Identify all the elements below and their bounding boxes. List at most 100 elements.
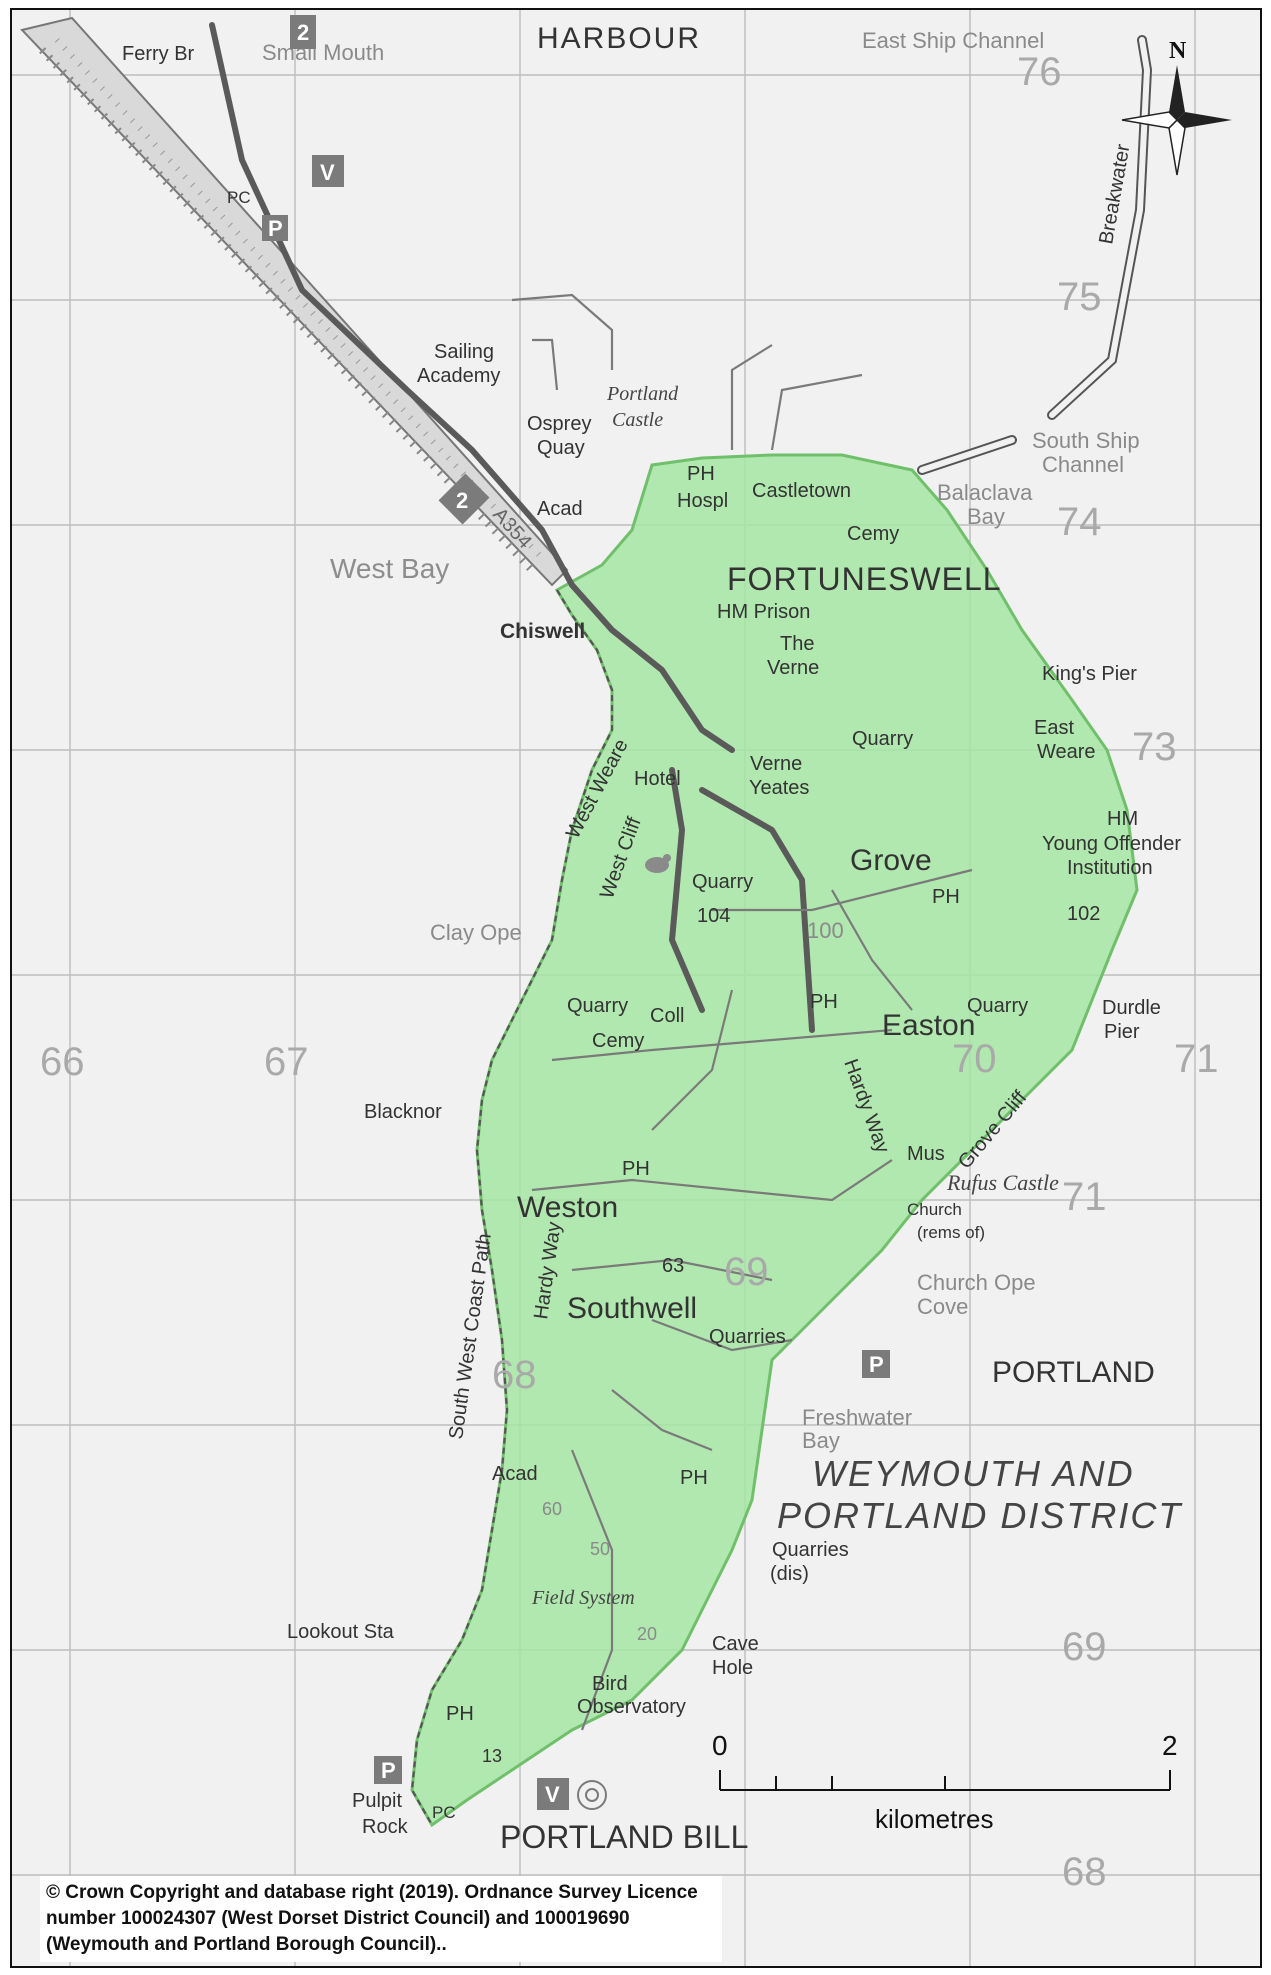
- label-cave-hole-2: Hole: [712, 1657, 753, 1679]
- label-the-verne-1: The: [780, 633, 814, 655]
- label-lookout-sta: Lookout Sta: [287, 1621, 395, 1643]
- map-canvas: 66 67 68 69 70 71 76 75 74 73 71 69 68 H…: [12, 10, 1260, 1966]
- label-harbour: HARBOUR: [537, 22, 701, 55]
- label-ph-south: PH: [680, 1467, 708, 1489]
- grid-easting-66: 66: [40, 1040, 85, 1084]
- label-rufus-castle: Rufus Castle: [946, 1170, 1059, 1195]
- grid-easting-71: 71: [1174, 1037, 1219, 1081]
- svg-text:V: V: [320, 160, 335, 185]
- label-osprey-1: Osprey: [527, 413, 591, 435]
- label-quarry-east: Quarry: [967, 995, 1028, 1017]
- parking-icon: P: [862, 1350, 890, 1378]
- label-osprey-2: Quay: [537, 437, 585, 459]
- label-clay-ope: Clay Ope: [430, 920, 522, 945]
- label-hm-prison: HM Prison: [717, 601, 810, 623]
- west-cliff-line: [410, 589, 614, 1826]
- label-grove: Grove: [850, 844, 932, 877]
- label-freshwater-1: Freshwater: [802, 1405, 912, 1430]
- harbour-piers: [511, 35, 1153, 475]
- label-verne-yeates-2: Yeates: [749, 777, 809, 799]
- parking-icon: P: [374, 1756, 402, 1784]
- label-hospl: Hospl: [677, 490, 728, 512]
- label-ph-grove: PH: [932, 886, 960, 908]
- label-cave-hole-1: Cave: [712, 1633, 759, 1655]
- label-hm-yoi-3: Institution: [1067, 857, 1153, 879]
- label-ferry-br: Ferry Br: [122, 43, 195, 65]
- label-east-ship-channel: East Ship Channel: [862, 28, 1044, 53]
- portland-highlight: [410, 453, 1139, 1828]
- label-bird-obs-2: Observatory: [577, 1696, 686, 1718]
- main-roads: [209, 22, 815, 1033]
- label-sailing-2: Academy: [417, 365, 500, 387]
- scale-end: 2: [1162, 1730, 1178, 1761]
- grid-northing-73: 73: [1132, 725, 1177, 769]
- label-durdle-2: Pier: [1104, 1021, 1140, 1043]
- parking-icon: P: [262, 215, 288, 241]
- grid-northing-68: 68: [1062, 1850, 1107, 1894]
- north-label: N: [1169, 38, 1187, 64]
- label-pulpit-rock-2: Rock: [362, 1816, 409, 1838]
- label-hm-yoi-1: HM: [1107, 808, 1138, 830]
- scale-unit: kilometres: [875, 1804, 993, 1834]
- label-quarry-west: Quarry: [567, 995, 628, 1017]
- label-ph-bill: PH: [446, 1703, 474, 1725]
- label-cemy-mid: Cemy: [592, 1030, 644, 1052]
- label-acad-north: Acad: [537, 498, 583, 520]
- label-castletown: Castletown: [752, 480, 851, 502]
- label-sailing-1: Sailing: [434, 341, 494, 363]
- label-fortuneswell: FORTUNESWELL: [727, 561, 1002, 597]
- label-quarry-verne: Quarry: [852, 728, 913, 750]
- label-field-system: Field System: [531, 1587, 635, 1609]
- label-church-rems-1: Church: [907, 1200, 962, 1219]
- label-portland: PORTLAND: [992, 1356, 1155, 1389]
- label-breakwater: Breakwater: [1095, 142, 1134, 246]
- grid-easting-68: 68: [492, 1353, 537, 1397]
- label-portland-bill: PORTLAND BILL: [500, 1819, 748, 1855]
- label-height-63: 63: [662, 1255, 684, 1277]
- grid-northing-74: 74: [1057, 500, 1102, 544]
- label-church-rems-2: (rems of): [917, 1223, 985, 1242]
- label-height-20: 20: [637, 1624, 657, 1644]
- label-portland-castle-1: Portland: [606, 383, 679, 405]
- label-verne-yeates-1: Verne: [750, 753, 802, 775]
- visitor-centre-icon: V: [312, 155, 344, 187]
- label-easton: Easton: [882, 1009, 975, 1042]
- label-portland-castle-2: Castle: [612, 409, 663, 431]
- label-kings-pier: King's Pier: [1042, 663, 1137, 685]
- grid-northing-71: 71: [1062, 1175, 1107, 1219]
- label-south-ship-1: South Ship: [1032, 428, 1140, 453]
- label-pulpit-rock-1: Pulpit: [352, 1790, 402, 1812]
- map-frame: 66 67 68 69 70 71 76 75 74 73 71 69 68 H…: [10, 8, 1262, 1968]
- svg-text:P: P: [381, 1758, 396, 1783]
- svg-text:P: P: [869, 1352, 884, 1377]
- grid-northing-76: 76: [1017, 50, 1062, 94]
- label-weston: Weston: [517, 1191, 618, 1224]
- label-balaclava-2: Bay: [967, 504, 1005, 529]
- label-quarry-104: Quarry: [692, 871, 753, 893]
- grid-easting-70: 70: [952, 1037, 997, 1081]
- label-height-60: 60: [542, 1499, 562, 1519]
- label-church-ope-1: Church Ope: [917, 1270, 1036, 1295]
- scale-start: 0: [712, 1730, 728, 1761]
- label-east-weare-1: East: [1034, 717, 1074, 739]
- label-mus: Mus: [907, 1143, 945, 1165]
- label-southwell: Southwell: [567, 1292, 697, 1325]
- label-height-13: 13: [482, 1746, 502, 1766]
- national-trust-icon: [577, 1780, 607, 1810]
- label-district-2: PORTLAND DISTRICT: [777, 1495, 1183, 1536]
- label-pc-south: PC: [432, 1803, 456, 1822]
- label-durdle-1: Durdle: [1102, 997, 1161, 1019]
- svg-text:2: 2: [456, 488, 468, 513]
- bird-icon: [645, 854, 671, 873]
- label-cemy-north: Cemy: [847, 523, 899, 545]
- label-height-50: 50: [590, 1539, 610, 1559]
- label-small-mouth: Small Mouth: [262, 40, 384, 65]
- road-shield-south: 2: [438, 473, 490, 525]
- grid-northing-75: 75: [1057, 275, 1102, 319]
- label-chiswell: Chiswell: [500, 620, 585, 643]
- label-height-102: 102: [1067, 903, 1100, 925]
- label-ph-castletown: PH: [687, 463, 715, 485]
- visitor-centre-icon: V: [537, 1778, 569, 1810]
- label-quarries-dis-1: Quarries: [772, 1539, 849, 1561]
- grid-easting-69: 69: [724, 1250, 769, 1294]
